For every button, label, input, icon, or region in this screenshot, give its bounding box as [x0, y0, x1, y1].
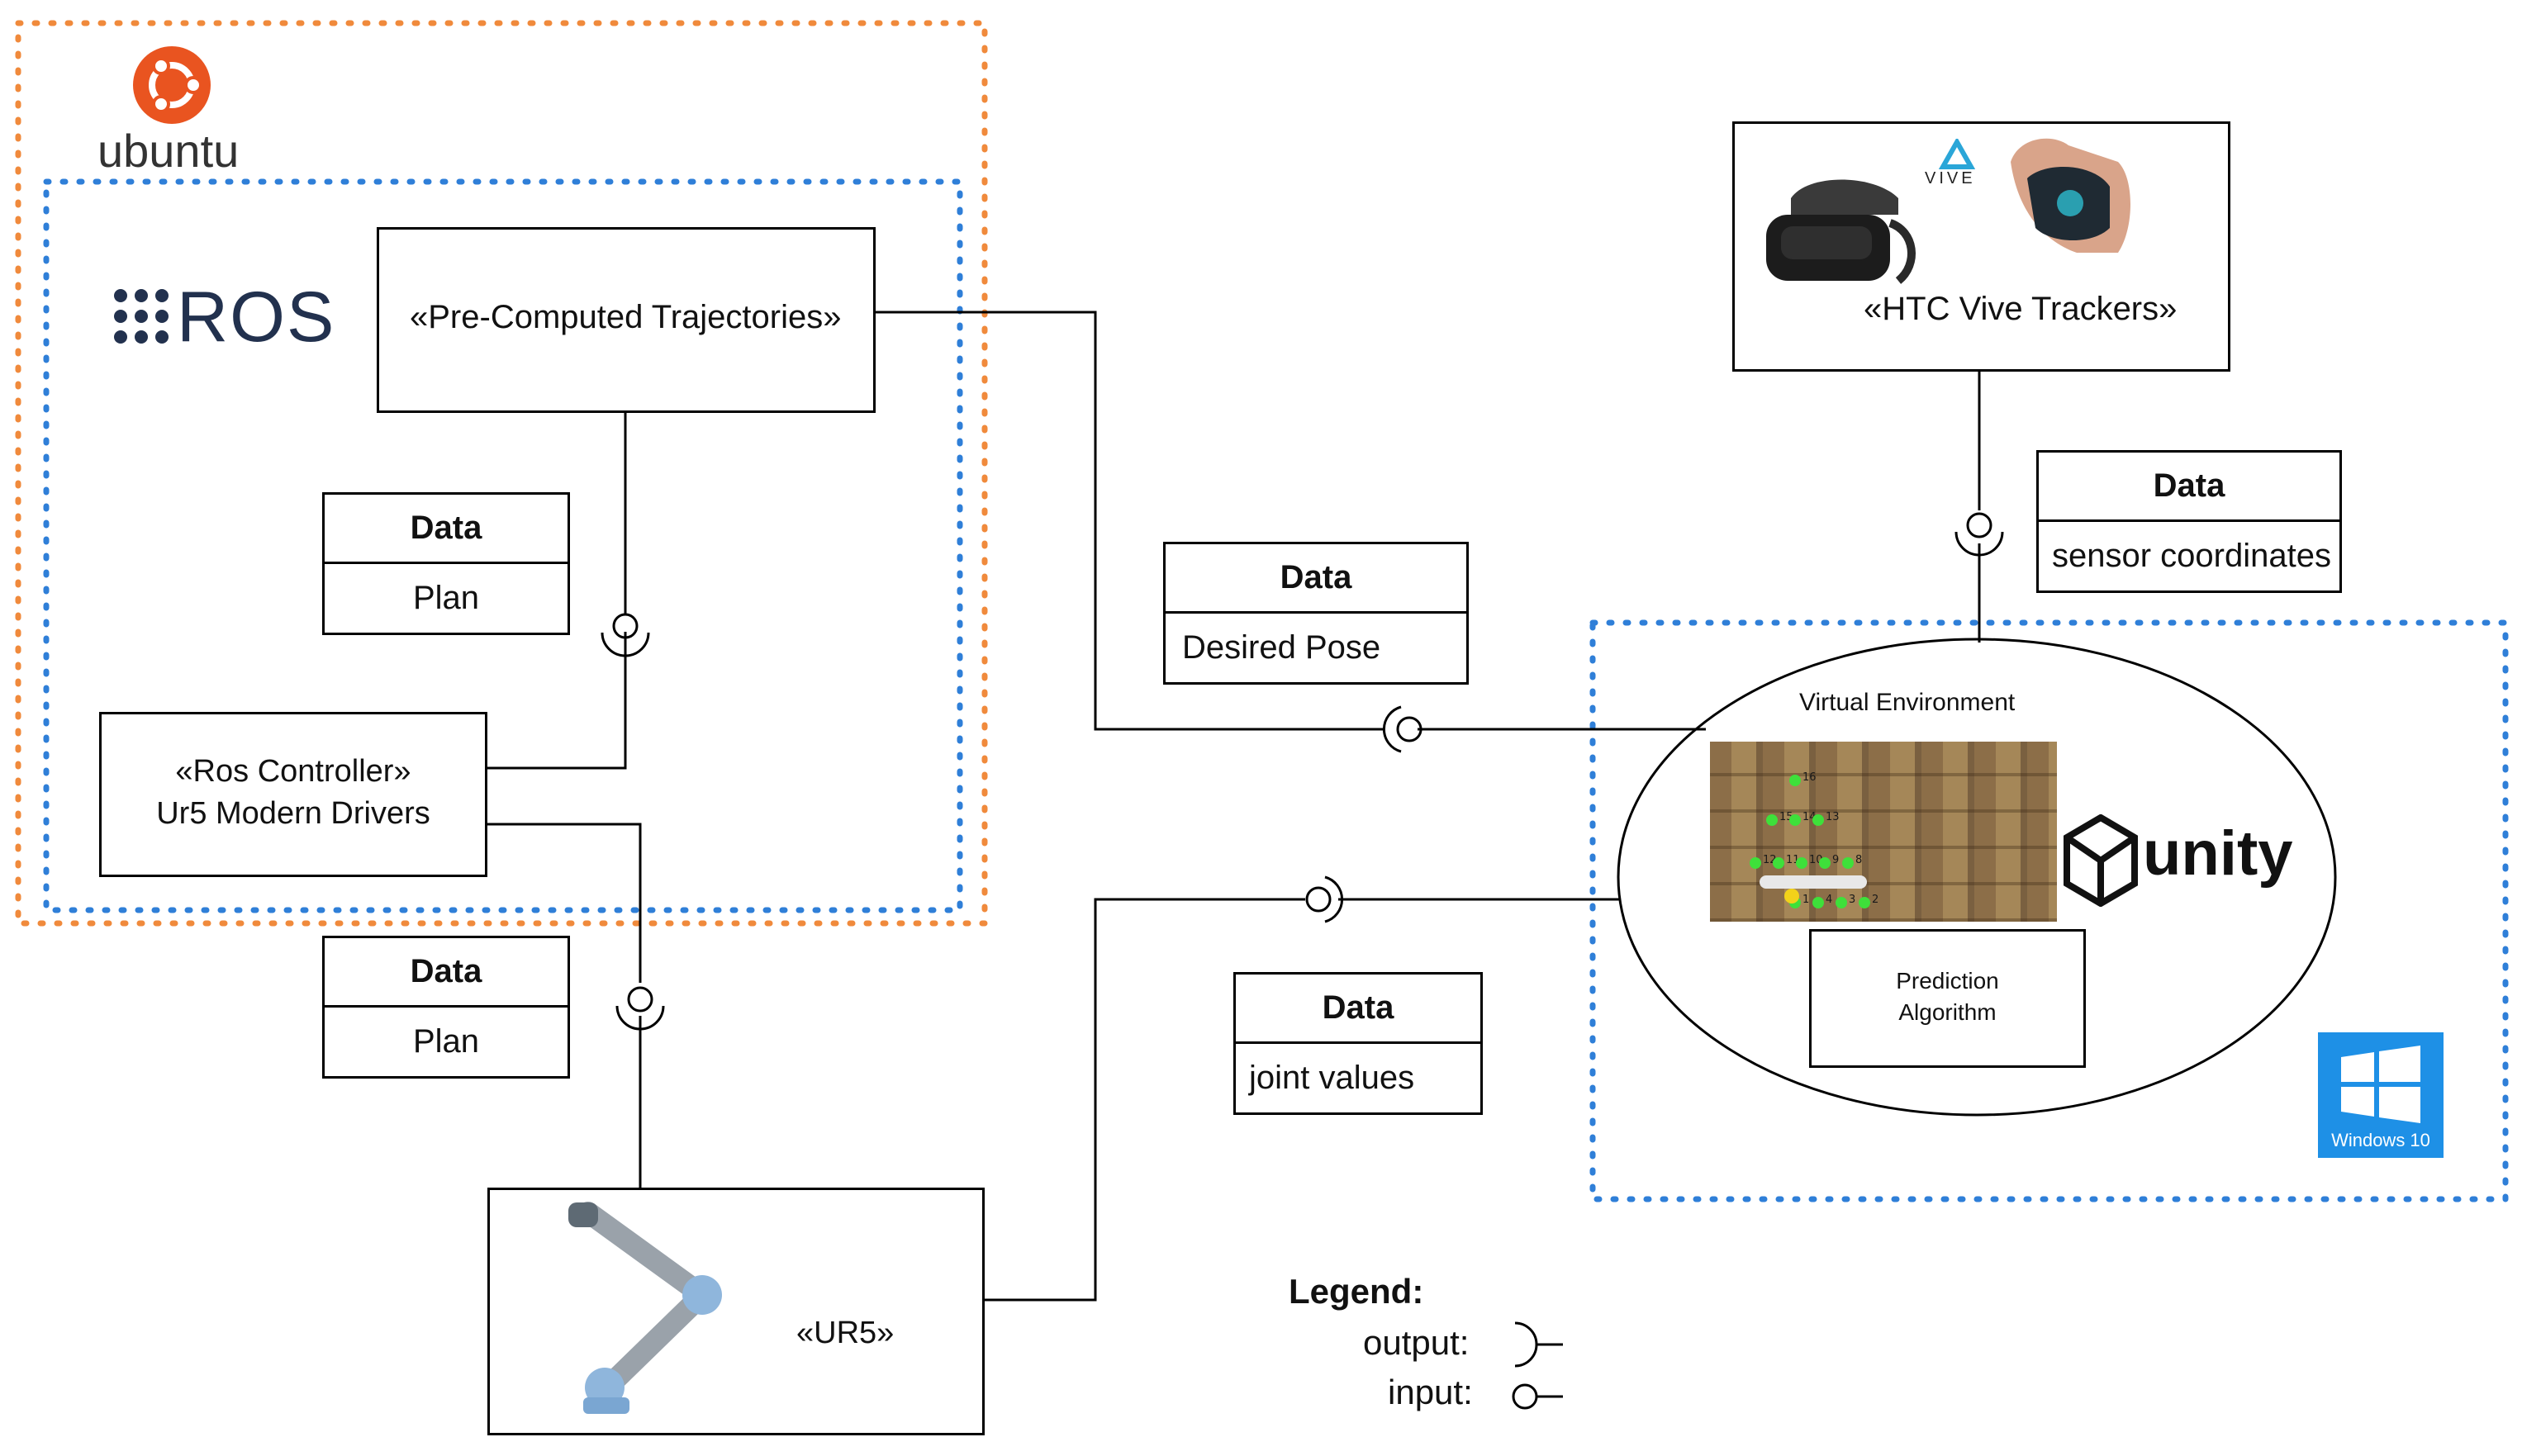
ubuntu-region [15, 20, 988, 927]
socket-plan-1 [601, 632, 650, 657]
ball-plan-2 [627, 986, 653, 1013]
virtual-environment-ellipse [1617, 638, 2337, 1117]
grid-marker: 3 [1836, 894, 1855, 908]
ros-dots-icon [114, 289, 169, 344]
grid-marker: 14 [1789, 811, 1817, 826]
windows-region [1589, 619, 2509, 1202]
prediction-label-1: Prediction [1896, 968, 1999, 994]
data-title: Data [1236, 975, 1480, 1044]
data-box-sensor-coordinates: Data sensor coordinates [2036, 450, 2342, 593]
ur5-label: «UR5» [796, 1316, 895, 1350]
legend-output-label: output: [1363, 1323, 1470, 1362]
prediction-label-2: Algorithm [1898, 999, 1997, 1025]
vr-headset-icon [1766, 179, 1916, 284]
grid-marker: 8 [1842, 854, 1862, 869]
grid-marker: 15 [1766, 811, 1793, 826]
socket-joint-values [1324, 875, 1344, 923]
grid-marker: 16 [1789, 771, 1817, 786]
legend-input-label: input: [1388, 1373, 1473, 1411]
data-box-desired-pose: Data Desired Pose [1163, 542, 1469, 685]
link-controller-ur5-top [487, 823, 642, 983]
unity-logo-icon [2064, 814, 2138, 907]
grid-marker-label: 16 [1802, 771, 1817, 784]
windows-icon [2341, 1046, 2420, 1123]
grid-marker: 2 [1859, 894, 1878, 908]
link-ur5-joint [985, 898, 1305, 1302]
grid-marker-label: 4 [1826, 894, 1833, 906]
ball-sensor [1966, 512, 1992, 538]
vive-label: VIVE [1925, 169, 1976, 187]
htc-label: «HTC Vive Trackers» [1864, 291, 2178, 327]
robot-model [1760, 875, 1867, 889]
hand-tracker-icon [2011, 138, 2130, 253]
ubuntu-label: ubuntu [97, 125, 240, 177]
ball-plan-1 [612, 613, 639, 639]
data-value: Plan [412, 579, 480, 616]
ur5-robot-arm-icon [568, 1202, 722, 1414]
windows-label: Windows 10 [2331, 1130, 2430, 1150]
legend-output-symbol [1514, 1321, 1563, 1368]
ros-controller-component [99, 712, 487, 877]
ball-joint-values [1305, 886, 1332, 913]
grid-marker: 12 [1750, 854, 1777, 869]
ros-controller-label-2: Ur5 Modern Drivers [156, 796, 430, 831]
data-value: Plan [412, 1022, 480, 1060]
ros-label: ROS [177, 277, 336, 357]
data-title: Data [325, 938, 568, 1008]
grid-marker: 9 [1819, 854, 1839, 869]
link-plan-controller [487, 632, 627, 770]
ubuntu-logo-icon [133, 46, 211, 124]
trajectories-label: «Pre-Computed Trajectories» [410, 299, 842, 335]
grid-marker-label: 2 [1872, 894, 1879, 906]
legend-input-symbol [1512, 1383, 1538, 1410]
grid-marker: 13 [1812, 811, 1840, 826]
data-box-plan-2: Data Plan [322, 936, 570, 1079]
data-value: sensor coordinates [2052, 537, 2331, 574]
socket-sensor [1954, 531, 2004, 557]
grid-marker-label: 9 [1832, 854, 1840, 866]
grid-marker: 4 [1812, 894, 1832, 908]
grid-marker-label: 8 [1855, 854, 1863, 866]
data-title: Data [325, 495, 568, 564]
data-box-joint-values: Data joint values [1233, 972, 1483, 1115]
grid-marker: 11 [1773, 854, 1800, 869]
data-value: joint values [1249, 1059, 1415, 1096]
data-title: Data [1166, 544, 1466, 614]
ball-desired-pose [1396, 716, 1422, 742]
windows-logo: Windows 10 [2318, 1032, 2444, 1158]
grid-marker: 10 [1796, 854, 1823, 869]
ros-region [43, 178, 963, 913]
grid-marker-label: 13 [1826, 811, 1840, 823]
data-box-plan-1: Data Plan [322, 492, 570, 635]
ros-controller-label-1: «Ros Controller» [175, 754, 411, 789]
virtual-environment-label: Virtual Environment [1799, 689, 2016, 716]
target-marker [1784, 889, 1799, 903]
grid-marker-label: 3 [1849, 894, 1856, 906]
data-value: Desired Pose [1182, 628, 1381, 666]
unity-label: unity [2143, 818, 2293, 889]
prediction-algorithm-component [1809, 929, 2086, 1068]
socket-plan-2 [615, 1005, 665, 1031]
link-trajectories-env [876, 311, 1384, 731]
legend-title: Legend: [1289, 1272, 1424, 1311]
data-title: Data [2039, 453, 2339, 522]
vive-logo-icon [1938, 139, 1976, 169]
trajectories-component [377, 227, 876, 413]
socket-desired-pose [1382, 705, 1402, 753]
grid-marker-label: 1 [1802, 894, 1810, 906]
ur5-component [487, 1188, 985, 1435]
